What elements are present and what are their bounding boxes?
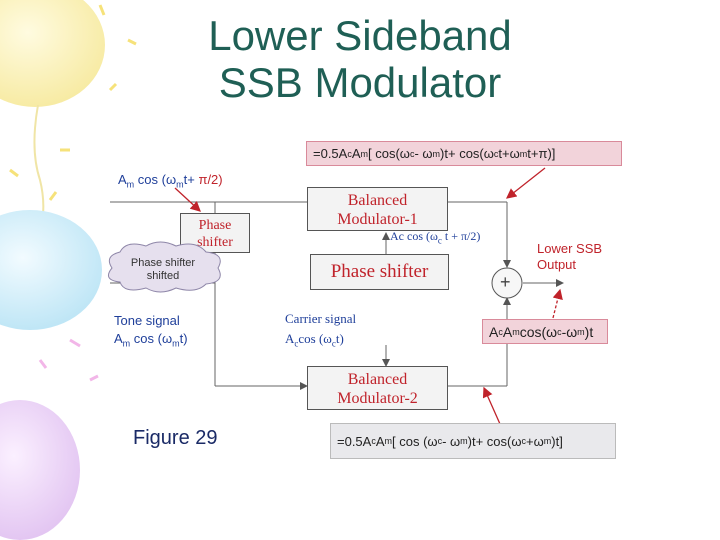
figure-caption: Figure 29	[133, 427, 218, 449]
page-title: Lower Sideband SSB Modulator	[0, 12, 720, 106]
summer-circle	[491, 267, 523, 299]
purple-balloon	[0, 400, 80, 540]
label-ac-cos-shift: Ac cos (ωc t + π/2)	[390, 229, 481, 246]
sparkles	[9, 4, 137, 201]
cloud-label: Phase shifter shifted	[130, 257, 196, 282]
pointer-am-top	[174, 187, 201, 212]
label-tone-signal: Tone signal Am cos (ωmt)	[114, 313, 188, 349]
title-line-1: Lower Sideband	[208, 12, 512, 59]
phase-shifter-main: Phase shifter	[310, 254, 449, 290]
title-line-2: SSB Modulator	[218, 59, 502, 106]
blue-balloon	[0, 210, 102, 330]
pointer-top-formula	[505, 167, 546, 199]
yellow-balloon	[0, 0, 105, 107]
summer-plus-sign: +	[500, 272, 511, 292]
balanced-modulator-2: Balanced Modulator-2	[307, 366, 448, 410]
pointer-bottom-formula	[482, 386, 501, 425]
label-am-cos-phase: Am cos (ωmt+ π/2)	[118, 172, 223, 190]
balanced-modulator-1: Balanced Modulator-1	[307, 187, 448, 231]
label-lower-ssb-output: Lower SSB Output	[537, 241, 603, 272]
label-carrier-signal: Carrier signal Accos (ωct)	[285, 311, 357, 349]
